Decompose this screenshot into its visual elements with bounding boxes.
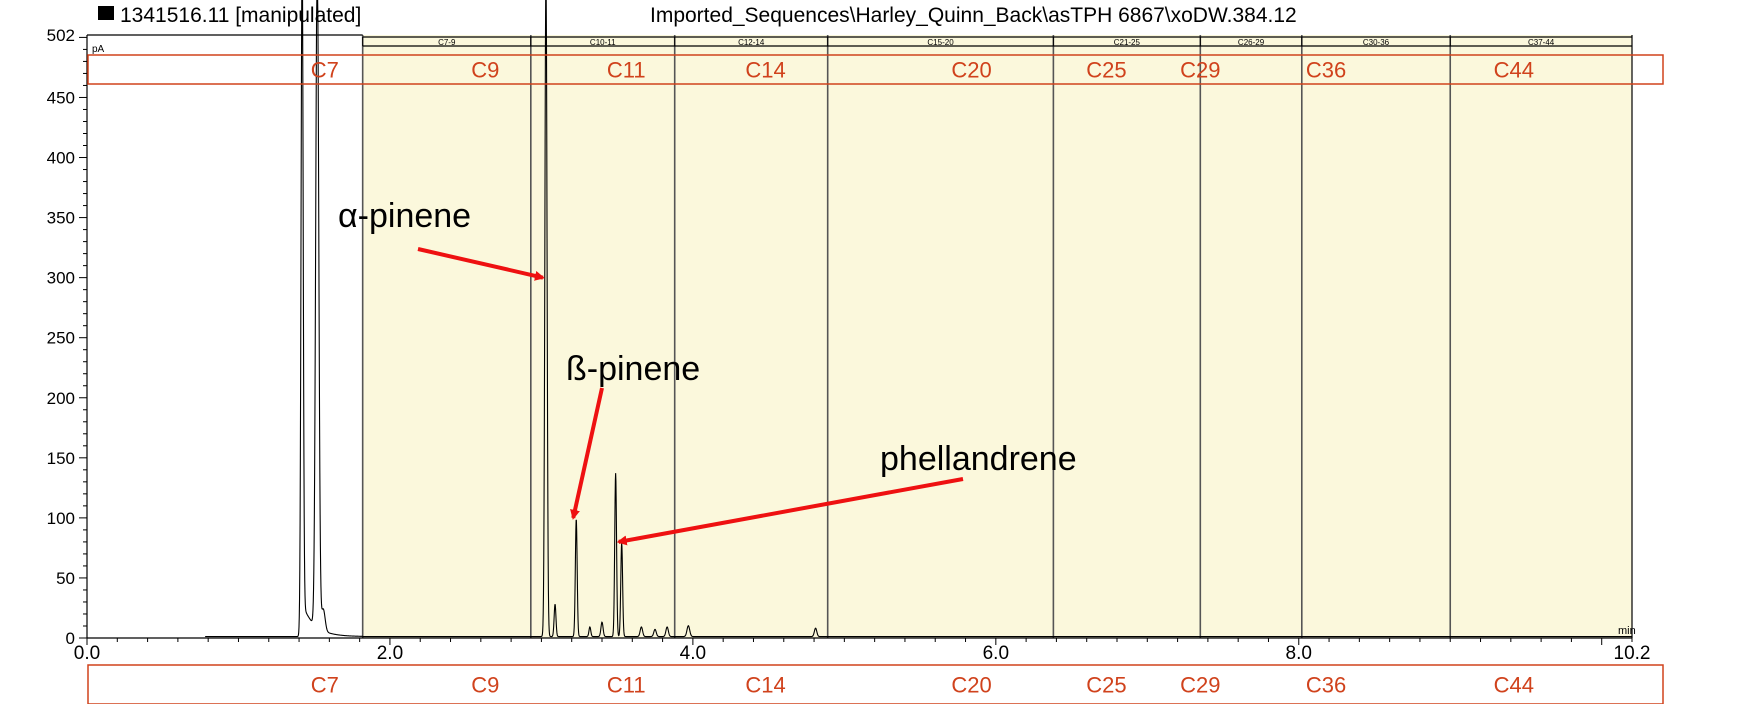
- y-tick-label: 100: [47, 509, 75, 528]
- signal-trace: [205, 0, 1632, 638]
- y-tick-label: 200: [47, 389, 75, 408]
- annotation-label: ß-pinene: [566, 350, 700, 388]
- carbon-marker-label: C25: [1086, 673, 1126, 698]
- x-tick-label: 4.0: [680, 643, 706, 664]
- band-fill: [362, 35, 531, 638]
- carbon-marker-label: C44: [1494, 673, 1534, 698]
- bottom-carbon-box: [87, 664, 1664, 704]
- band-fill: [1053, 35, 1201, 638]
- band-label: C21-25: [1114, 38, 1141, 47]
- annotation-arrow: [616, 477, 964, 546]
- y-tick-label: 50: [56, 569, 75, 588]
- sample-id: 1341516.11 [manipulated]: [120, 4, 361, 27]
- x-tick-label: 2.0: [377, 643, 403, 664]
- carbon-range-bands: [361, 35, 1632, 638]
- carbon-marker-label: C44: [1494, 58, 1534, 83]
- carbon-marker-label: C36: [1306, 673, 1346, 698]
- x-tick-label: 0.0: [74, 643, 100, 664]
- x-tick-label: 6.0: [983, 643, 1009, 664]
- annotation-label: α-pinene: [338, 197, 471, 235]
- y-tick-label: 150: [47, 449, 75, 468]
- peak-annotations: α-pinene ß-pinene phellandrene: [338, 197, 1077, 546]
- band-label: C37-44: [1528, 38, 1555, 47]
- band-header: C7-9 C10-11 C12-14 C15-20 C21-25 C26-29 C30-36…: [362, 36, 1632, 47]
- carbon-marker-label: C20: [951, 58, 991, 83]
- carbon-marker-label: C29: [1180, 673, 1220, 698]
- carbon-marker-label: C14: [745, 58, 785, 83]
- band-fill: [1450, 35, 1632, 638]
- band-fill: [674, 35, 828, 638]
- y-tick-label: 250: [47, 329, 75, 348]
- y-axis-label: pA: [92, 44, 105, 55]
- band-label: C12-14: [738, 38, 765, 47]
- annotation-arrow: [417, 247, 545, 281]
- band-label: C7-9: [438, 38, 456, 47]
- header-square-icon: [98, 6, 114, 20]
- top-carbon-box: [87, 54, 1664, 85]
- band-label: C15-20: [927, 38, 954, 47]
- carbon-marker-label: C20: [951, 673, 991, 698]
- band-label: C26-29: [1238, 38, 1265, 47]
- annotation-arrow: [570, 387, 604, 520]
- carbon-marker-label: C14: [745, 673, 785, 698]
- band-fill: [530, 35, 675, 638]
- x-tick-label: 8.0: [1286, 643, 1312, 664]
- x-tick-label: 10.2: [1614, 643, 1651, 664]
- band-fill: [827, 35, 1054, 638]
- carbon-marker-label: C9: [471, 673, 499, 698]
- carbon-marker-label: C11: [607, 673, 646, 698]
- y-tick-label: 502: [47, 26, 75, 45]
- carbon-marker-label: C7: [311, 58, 339, 83]
- y-tick-label: 0: [66, 629, 75, 648]
- carbon-marker-label: C9: [471, 58, 499, 83]
- band-label: C10-11: [590, 38, 616, 47]
- sequence-path: Imported_Sequences\Harley_Quinn_Back\asT…: [650, 4, 1297, 27]
- band-fill: [1200, 35, 1302, 638]
- carbon-marker-label: C29: [1180, 58, 1220, 83]
- x-axis-label: min: [1618, 625, 1636, 637]
- carbon-marker-label: C11: [607, 58, 646, 83]
- y-tick-label: 400: [47, 149, 75, 168]
- carbon-marker-label: C7: [311, 673, 339, 698]
- annotation-label: phellandrene: [880, 440, 1077, 478]
- y-tick-label: 350: [47, 209, 75, 228]
- y-tick-label: 450: [47, 88, 75, 107]
- axes: 0 50 100 150 200 250 300 350 400 450 502 0.0 2.0 4.0 6…: [47, 26, 1651, 664]
- band-fill: [1301, 35, 1451, 638]
- band-label: C30-36: [1363, 38, 1390, 47]
- carbon-marker-label: C25: [1086, 58, 1126, 83]
- y-tick-label: 300: [47, 269, 75, 288]
- carbon-marker-label: C36: [1306, 58, 1346, 83]
